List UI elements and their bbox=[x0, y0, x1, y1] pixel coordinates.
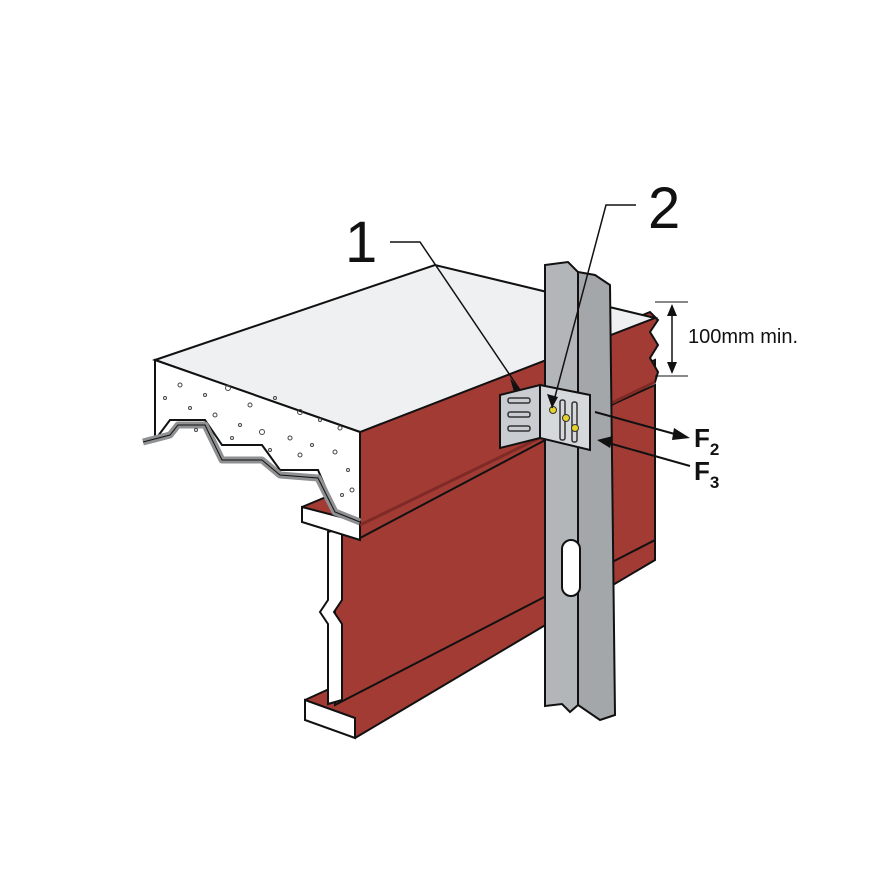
beam-web-section bbox=[318, 526, 343, 706]
concrete-aggregate bbox=[163, 382, 355, 497]
dimension-label: 100mm min. bbox=[688, 326, 798, 348]
concrete-slab bbox=[142, 263, 659, 526]
arrow-right-icon bbox=[672, 428, 690, 440]
stud-service-hole bbox=[561, 539, 581, 597]
force-f3: F3 bbox=[597, 436, 719, 492]
svg-text:F2: F2 bbox=[694, 423, 719, 459]
callout-1-label: 1 bbox=[345, 210, 377, 275]
force-f2-subscript: 2 bbox=[710, 440, 719, 459]
force-f2: F2 bbox=[594, 411, 719, 459]
callout-2: 2 bbox=[547, 176, 680, 409]
svg-text:F3: F3 bbox=[694, 456, 719, 492]
arrowhead-icon bbox=[510, 378, 520, 392]
callout-2-label: 2 bbox=[648, 176, 680, 241]
slab-side bbox=[154, 358, 361, 524]
force-f3-subscript: 3 bbox=[710, 473, 719, 492]
dimension-marker: 100mm min. bbox=[655, 301, 798, 377]
steel-stud bbox=[544, 260, 617, 722]
screw-icon bbox=[549, 406, 579, 432]
arrow-left-icon bbox=[597, 436, 613, 448]
stud-face bbox=[544, 260, 579, 714]
arrow-down-icon bbox=[667, 362, 677, 374]
force-f3-letter: F bbox=[694, 456, 710, 486]
beam-bottom-flange-front bbox=[304, 698, 356, 740]
arrowhead-icon bbox=[547, 394, 558, 408]
arrow-up-icon bbox=[667, 304, 677, 316]
callout-1: 1 bbox=[345, 210, 521, 392]
stud-side bbox=[577, 270, 617, 722]
force-f2-letter: F bbox=[694, 423, 710, 453]
